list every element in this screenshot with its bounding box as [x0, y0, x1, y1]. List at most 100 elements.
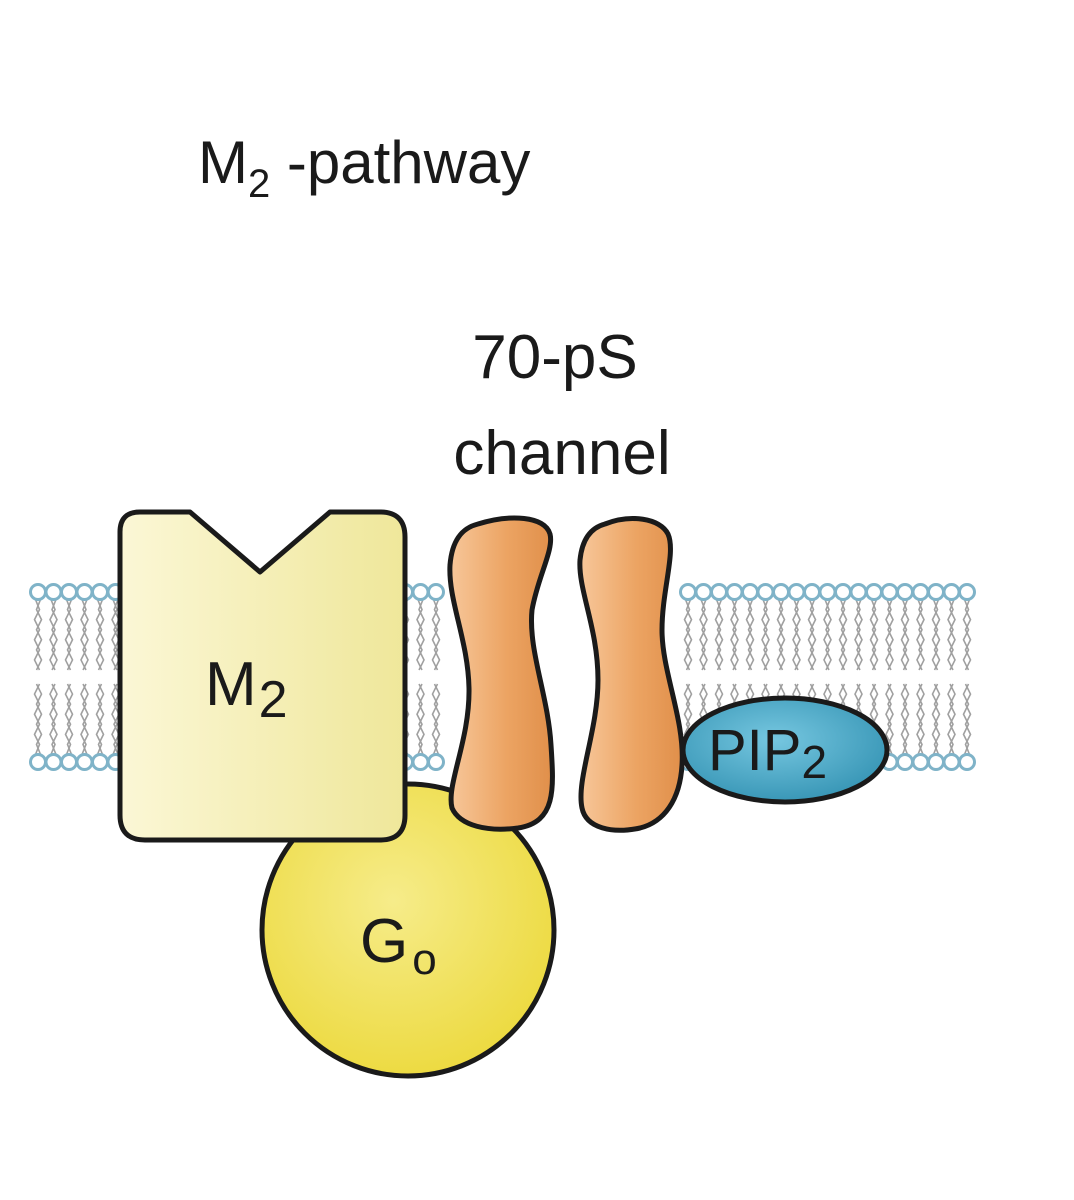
lipid-head — [787, 583, 806, 601]
lipid-tail — [964, 683, 972, 755]
lipid-tail — [885, 599, 892, 671]
lipid-tail — [66, 683, 74, 755]
lipid-tail — [433, 599, 441, 671]
go-label-main: G — [360, 907, 408, 976]
lipid-head — [911, 583, 930, 601]
lipid-head — [75, 753, 94, 771]
lipid-tail — [66, 599, 74, 671]
lipid-tail — [962, 683, 970, 755]
lipid-tail — [838, 599, 846, 671]
go-protein — [259, 781, 557, 1079]
lipid-head — [694, 583, 713, 601]
lipid-head — [958, 753, 976, 771]
lipid-head — [942, 583, 961, 601]
channel-label-line2: channel — [453, 419, 670, 488]
lipid-head — [679, 583, 697, 601]
title-main: M — [198, 129, 248, 196]
lipid-tail — [887, 683, 894, 755]
pip2-label-subscript: 2 — [802, 736, 828, 788]
lipid-head — [725, 583, 744, 601]
lipid-tail — [931, 599, 939, 671]
lipid-tail — [918, 599, 925, 671]
lipid-tail — [95, 683, 103, 755]
lipid-tail — [418, 599, 425, 671]
lipid-tail — [809, 599, 817, 671]
lipid-tail — [763, 599, 770, 671]
title-suffix: -pathway — [270, 129, 530, 196]
lipid-tail — [416, 599, 423, 671]
lipid-head — [75, 583, 94, 601]
lipid-tail — [683, 599, 691, 671]
channel-subunit-right — [577, 516, 685, 833]
lipid-head — [927, 753, 945, 771]
lipid-tail — [854, 599, 861, 671]
lipid-head — [29, 583, 47, 601]
lipid-tail — [95, 599, 103, 671]
lipid-tail — [51, 599, 58, 671]
lipid-head — [834, 583, 852, 601]
lipid-tail — [701, 599, 708, 671]
lipid-tail — [794, 599, 801, 671]
lipid-tail — [433, 683, 441, 755]
lipid-tail — [35, 683, 43, 755]
lipid-tail — [916, 599, 923, 671]
lipid-tail — [747, 599, 755, 671]
lipid-tail — [949, 683, 956, 755]
lipid-tail — [807, 599, 815, 671]
m2-label-main: M — [205, 650, 257, 719]
lipid-tail — [35, 599, 43, 671]
lipid-tail — [947, 683, 954, 755]
lipid-tail — [933, 599, 941, 671]
lipid-tail — [933, 683, 941, 755]
lipid-head — [849, 583, 868, 601]
go-label-subscript: o — [412, 935, 436, 984]
pip2-label-main: PIP — [708, 718, 802, 783]
diagram-title: M2 -pathway — [198, 129, 530, 206]
lipid-tail — [916, 683, 923, 755]
lipid-tail — [931, 683, 939, 755]
pip2-molecule — [680, 695, 890, 805]
m2-receptor-label: M2 — [205, 650, 288, 729]
lipid-tail — [885, 683, 892, 755]
lipid-tail — [856, 599, 863, 671]
lipid-tail — [49, 599, 56, 671]
lipid-tail — [80, 599, 87, 671]
lipid-head — [942, 753, 961, 771]
lipid-tail — [80, 683, 87, 755]
lipid-tail — [776, 599, 784, 671]
lipid-head — [29, 753, 47, 771]
lipid-tail — [778, 599, 786, 671]
lipid-head — [756, 583, 775, 601]
lipid-tail — [111, 599, 118, 671]
lipid-head — [772, 583, 790, 601]
lipid-tail — [730, 599, 737, 671]
lipid-head — [427, 583, 445, 601]
lipid-tail — [33, 599, 41, 671]
lipid-head — [427, 753, 445, 771]
lipid-tail — [947, 599, 954, 671]
lipid-tail — [732, 599, 739, 671]
lipid-head — [60, 583, 78, 601]
m2-receptor — [117, 509, 408, 843]
lipid-head — [741, 583, 759, 601]
lipid-head — [911, 753, 930, 771]
lipid-head — [865, 583, 883, 601]
lipid-tail — [761, 599, 768, 671]
lipid-tail — [962, 599, 970, 671]
lipid-tail — [716, 599, 724, 671]
channel-label-line1: 70-pS — [472, 323, 637, 392]
lipid-tail — [97, 683, 105, 755]
lipid-head — [91, 583, 109, 601]
lipid-head — [411, 583, 430, 601]
m2-label-subscript: 2 — [259, 671, 288, 729]
lipid-tail — [902, 683, 910, 755]
lipid-tail — [745, 599, 753, 671]
lipid-tail — [869, 599, 877, 671]
go-protein-label: Go — [360, 907, 437, 984]
lipid-head — [44, 753, 63, 771]
lipid-tail — [949, 599, 956, 671]
lipid-tail — [900, 683, 908, 755]
lipid-tail — [714, 599, 722, 671]
lipid-tail — [871, 599, 879, 671]
